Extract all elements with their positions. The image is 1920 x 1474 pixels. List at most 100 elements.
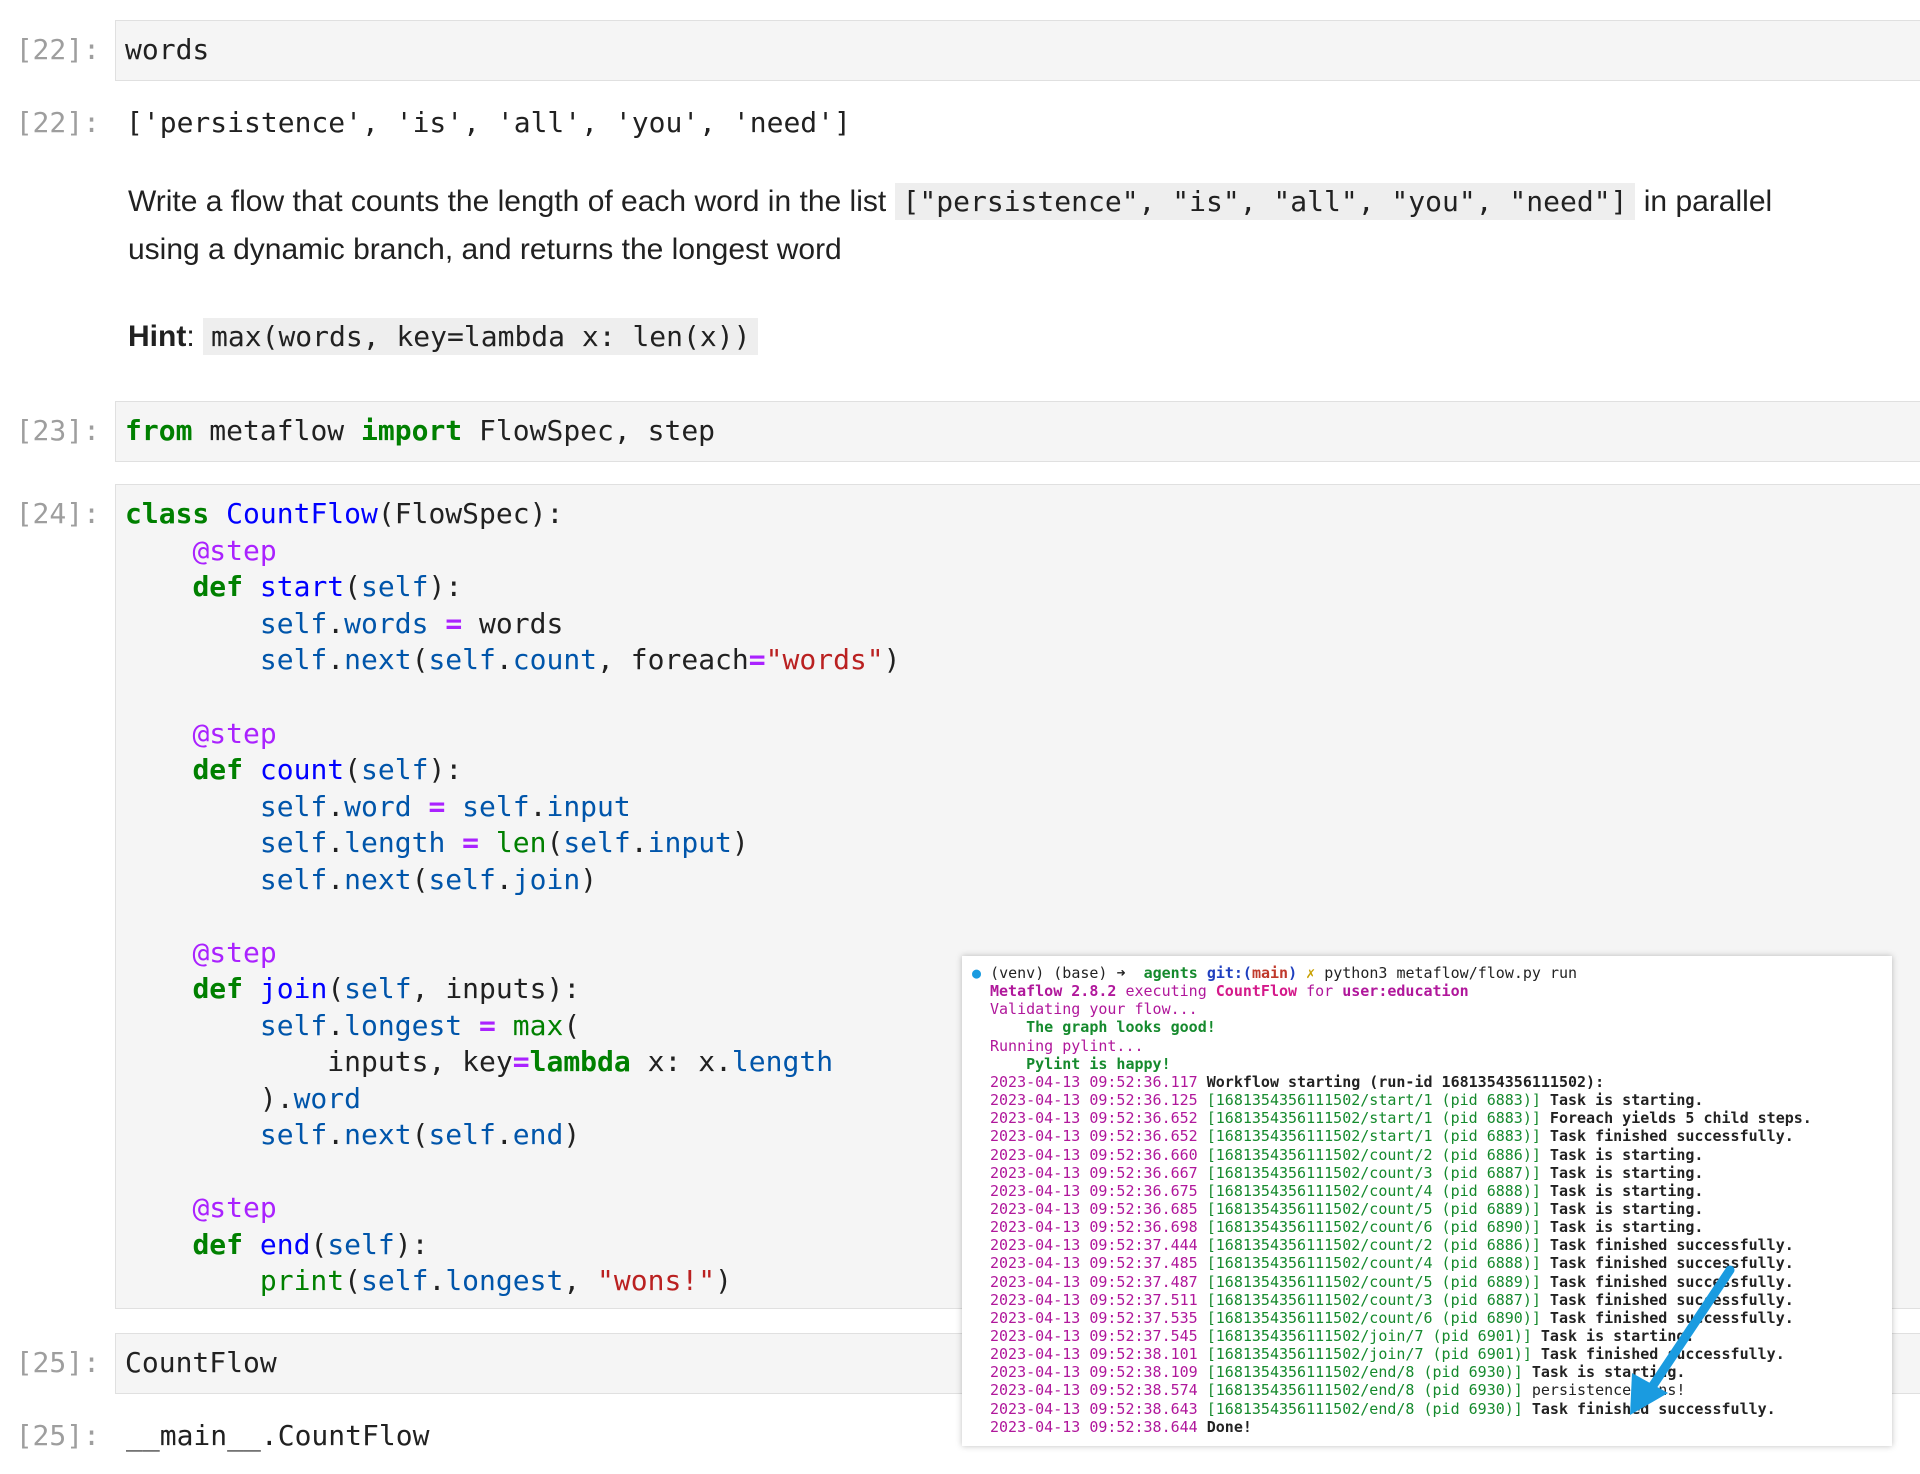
code-token: Task is starting. (1550, 1146, 1704, 1164)
cell-25-output: __main__.CountFlow (126, 1418, 429, 1454)
code-token: self (563, 826, 630, 859)
cell-22-output: ['persistence', 'is', 'all', 'you', 'nee… (126, 105, 851, 141)
hint-label: Hint (128, 320, 186, 353)
code-token: x (698, 1045, 715, 1078)
code-token: [1681354356111502/count/3 (pid 6887)] (1207, 1291, 1541, 1309)
code-token: input (648, 826, 732, 859)
terminal-log-line: 2023-04-13 09:52:36.125 [168135435611150… (990, 1091, 1703, 1109)
code-token: @step (192, 1191, 276, 1224)
code-token: print (260, 1264, 344, 1297)
code-token: 2023-04-13 09:52:36.675 (990, 1182, 1198, 1200)
code-token: 2023-04-13 09:52:36.652 (990, 1127, 1198, 1145)
code-token: class (125, 497, 209, 530)
code-line: self.length = len(self.input) (125, 825, 749, 861)
terminal-log-line: 2023-04-13 09:52:36.652 [168135435611150… (990, 1127, 1794, 1145)
code-token: Foreach yields 5 child steps. (1550, 1109, 1812, 1127)
code-token: self (344, 972, 411, 1005)
code-token: self (428, 863, 495, 896)
code-token: def (192, 570, 243, 603)
code-token: executing (1125, 982, 1206, 1000)
code-token: self (462, 790, 529, 823)
code-token: "wons!" (597, 1264, 715, 1297)
code-token: [1681354356111502/count/2 (pid 6886)] (1207, 1146, 1541, 1164)
code-token: word (294, 1082, 361, 1115)
code-token: [1681354356111502/count/4 (pid 6888)] (1207, 1254, 1541, 1272)
code-token: longest (445, 1264, 563, 1297)
code-token: self (327, 1228, 394, 1261)
code-token: length (344, 826, 445, 859)
markdown-text: in parallel (1644, 185, 1772, 218)
cell-25-input-prompt: [25]: (0, 1345, 100, 1381)
code-token: Validating your flow... (990, 1000, 1198, 1018)
code-token: self (260, 1009, 327, 1042)
code-token: self (260, 790, 327, 823)
code-token: [1681354356111502/join/7 (pid 6901)] (1207, 1345, 1532, 1363)
code-token: 2023-04-13 09:52:37.535 (990, 1309, 1198, 1327)
code-token: count (260, 753, 344, 786)
cell-23-code: from metaflow import FlowSpec, step (125, 413, 715, 449)
inline-code-word-list: ["persistence", "is", "all", "you", "nee… (895, 183, 1636, 220)
cell-22-input-prompt: [22]: (0, 32, 100, 68)
code-line: self.next(self.end) (125, 1117, 580, 1153)
code-token: [1681354356111502/start/1 (pid 6883)] (1207, 1109, 1541, 1127)
cell-25-code: CountFlow (125, 1345, 277, 1381)
code-line: @step (125, 533, 277, 569)
code-token: [1681354356111502/count/3 (pid 6887)] (1207, 1164, 1541, 1182)
terminal-log-line: 2023-04-13 09:52:37.444 [168135435611150… (990, 1236, 1794, 1254)
code-token: end (513, 1118, 564, 1151)
code-token: key (462, 1045, 513, 1078)
code-token: x (648, 1045, 665, 1078)
terminal-metaflow-header: Metaflow 2.8.2 executing CountFlow for u… (990, 982, 1469, 1000)
code-line: def join(self, inputs): (125, 971, 580, 1007)
code-token: CountFlow (226, 497, 378, 530)
markdown-hint: Hint: max(words, key=lambda x: len(x)) (128, 313, 758, 361)
code-line: def end(self): (125, 1227, 428, 1263)
code-token: 2023-04-13 09:52:38.643 (990, 1400, 1198, 1418)
code-token: [1681354356111502/count/4 (pid 6888)] (1207, 1182, 1541, 1200)
code-token: 2023-04-13 09:52:36.660 (990, 1146, 1198, 1164)
code-token: inputs (327, 1045, 428, 1078)
code-token: words (344, 607, 428, 640)
code-token: longest (344, 1009, 462, 1042)
code-token: @step (192, 936, 276, 969)
code-token: self (260, 1118, 327, 1151)
code-token: [1681354356111502/count/6 (pid 6890)] (1207, 1309, 1541, 1327)
code-token: def (192, 753, 243, 786)
code-token: Running pylint... (990, 1037, 1144, 1055)
prompt-branch: main (1252, 964, 1288, 982)
code-token: [1681354356111502/join/7 (pid 6901)] (1207, 1327, 1532, 1345)
prompt-dir: agents (1144, 964, 1198, 982)
cell-25-output-prompt: [25]: (0, 1418, 100, 1454)
code-token: input (546, 790, 630, 823)
code-token: length (732, 1045, 833, 1078)
code-token: self (428, 1118, 495, 1151)
prompt-command: python3 metaflow/flow.py run (1324, 964, 1577, 982)
terminal-log-line: 2023-04-13 09:52:36.660 [168135435611150… (990, 1146, 1703, 1164)
code-token: Metaflow 2.8.2 (990, 982, 1116, 1000)
code-token: Task finished successfully. (1550, 1127, 1794, 1145)
code-token: user:education (1342, 982, 1468, 1000)
markdown-text: Write a flow that counts the length of e… (128, 185, 886, 218)
terminal-log-line: 2023-04-13 09:52:38.574 [168135435611150… (990, 1381, 1685, 1399)
code-line: print(self.longest, "wons!") (125, 1263, 732, 1299)
code-token: word (344, 790, 411, 823)
code-token: Task is starting. (1550, 1091, 1704, 1109)
cell-24-input-prompt: [24]: (0, 496, 100, 532)
code-token: self (260, 607, 327, 640)
cell-22-input[interactable] (115, 20, 1920, 81)
code-token: count (513, 643, 597, 676)
code-token: Task is starting. (1550, 1164, 1704, 1182)
code-token: next (344, 863, 411, 896)
code-token: for (1306, 982, 1333, 1000)
code-token: next (344, 643, 411, 676)
prompt-dot-icon: ● (972, 964, 981, 982)
code-token: def (192, 972, 243, 1005)
code-token: @step (192, 717, 276, 750)
code-token: 2023-04-13 09:52:36.685 (990, 1200, 1198, 1218)
code-token: [1681354356111502/start/1 (pid 6883)] (1207, 1091, 1541, 1109)
code-token: start (260, 570, 344, 603)
cell-23-input-prompt: [23]: (0, 413, 100, 449)
code-token: foreach (631, 643, 749, 676)
code-token: 2023-04-13 09:52:37.545 (990, 1327, 1198, 1345)
code-token: 2023-04-13 09:52:37.487 (990, 1273, 1198, 1291)
